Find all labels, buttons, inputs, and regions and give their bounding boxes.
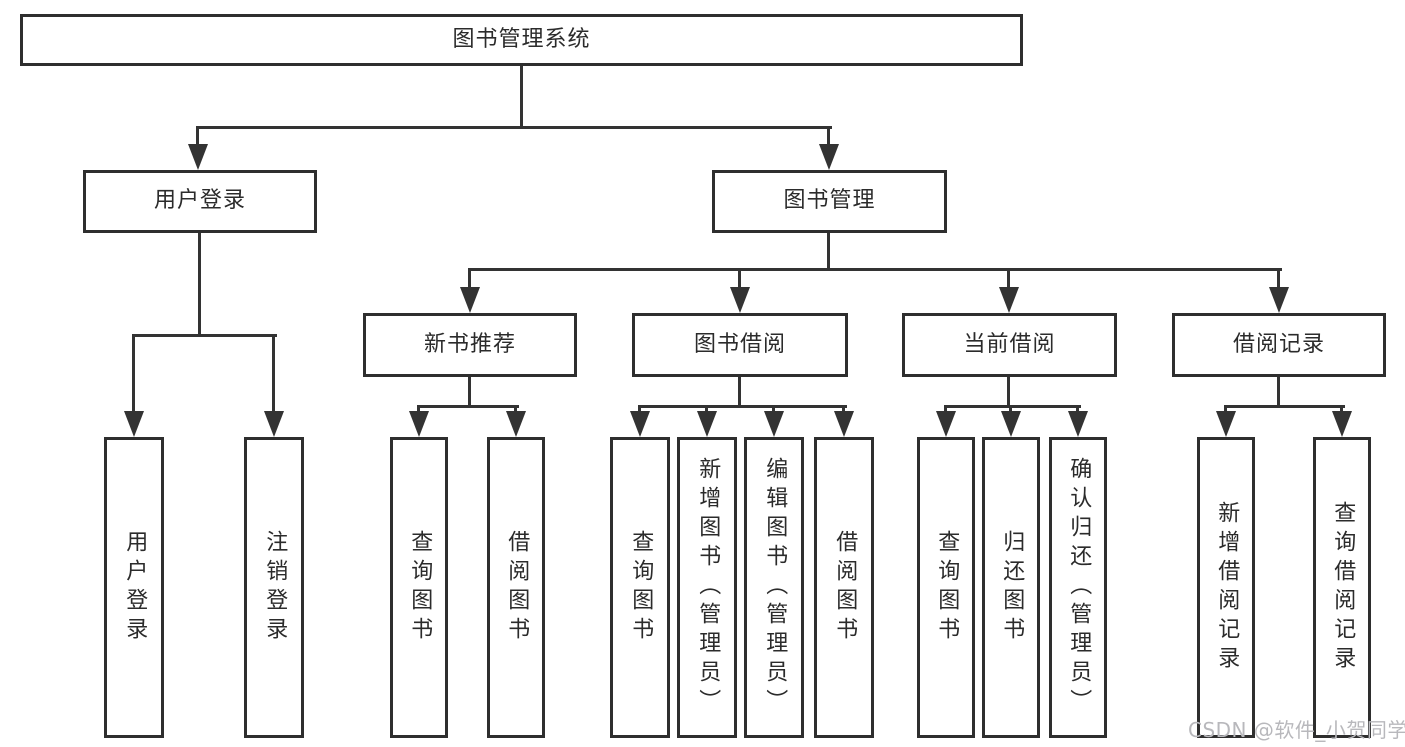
connector-root-stem [520, 66, 523, 128]
arrow-down-icon [1001, 411, 1021, 437]
leaf-add-book-admin: 新增图书（管理员） [677, 437, 737, 738]
arrow-down-icon [1068, 411, 1088, 437]
node-new-book-recommend: 新书推荐 [363, 313, 577, 377]
csdn-watermark: CSDN @软件_小贺同学 [1188, 718, 1405, 742]
connector-arrow-stem [196, 127, 199, 147]
leaf-add-borrow-record: 新增借阅记录 [1197, 437, 1255, 738]
connector-recommend-stem [468, 377, 471, 407]
arrow-down-icon [764, 411, 784, 437]
node-current-borrow: 当前借阅 [902, 313, 1117, 377]
node-book-management: 图书管理 [712, 170, 947, 233]
node-book-borrow: 图书借阅 [632, 313, 848, 377]
leaf-return-book: 归还图书 [982, 437, 1040, 738]
node-root: 图书管理系统 [20, 14, 1023, 66]
connector-arrow-stem [738, 270, 741, 289]
connector-arrow-stem [1007, 270, 1010, 289]
connector-bookmgmt-hline [468, 268, 1282, 271]
leaf-logout: 注销登录 [244, 437, 304, 738]
arrow-down-icon [188, 144, 208, 170]
leaf-query-books-current: 查询图书 [917, 437, 975, 738]
arrow-down-icon [506, 411, 526, 437]
arrow-down-icon [999, 287, 1019, 313]
leaf-borrow-books-recommend: 借阅图书 [487, 437, 545, 738]
arrow-down-icon [124, 411, 144, 437]
connector-current-stem [1007, 377, 1010, 407]
leaf-edit-book-admin: 编辑图书（管理员） [744, 437, 804, 738]
arrow-down-icon [730, 287, 750, 313]
connector-arrow-stem [1277, 270, 1280, 289]
leaf-confirm-return-admin: 确认归还（管理员） [1049, 437, 1107, 738]
connector-arrow-stem [468, 270, 471, 289]
connector-current-hline [944, 405, 1081, 408]
connector-arrow-stem [132, 336, 135, 414]
leaf-borrow-books-borrow: 借阅图书 [814, 437, 874, 738]
arrow-down-icon [1216, 411, 1236, 437]
leaf-query-borrow-record: 查询借阅记录 [1313, 437, 1371, 738]
connector-records-stem [1277, 377, 1280, 407]
leaf-query-books-recommend: 查询图书 [390, 437, 448, 738]
connector-borrow-stem [738, 377, 741, 407]
connector-borrow-hline [638, 405, 847, 408]
arrow-down-icon [1269, 287, 1289, 313]
arrow-down-icon [460, 287, 480, 313]
node-user-login: 用户登录 [83, 170, 317, 233]
arrow-down-icon [834, 411, 854, 437]
connector-userlogin-stem [198, 233, 201, 336]
connector-bookmgmt-stem [827, 233, 830, 270]
arrow-down-icon [697, 411, 717, 437]
arrow-down-icon [264, 411, 284, 437]
connector-arrow-stem [272, 336, 275, 414]
arrow-down-icon [409, 411, 429, 437]
arrow-down-icon [1332, 411, 1352, 437]
leaf-user-login: 用户登录 [104, 437, 164, 738]
connector-userlogin-hline [132, 334, 277, 337]
arrow-down-icon [936, 411, 956, 437]
connector-records-hline [1224, 405, 1345, 408]
connector-arrow-stem [827, 127, 830, 147]
arrow-down-icon [819, 144, 839, 170]
connector-root-hline [196, 126, 832, 129]
node-borrow-records: 借阅记录 [1172, 313, 1386, 377]
arrow-down-icon [630, 411, 650, 437]
connector-recommend-hline [417, 405, 519, 408]
leaf-query-books-borrow: 查询图书 [610, 437, 670, 738]
